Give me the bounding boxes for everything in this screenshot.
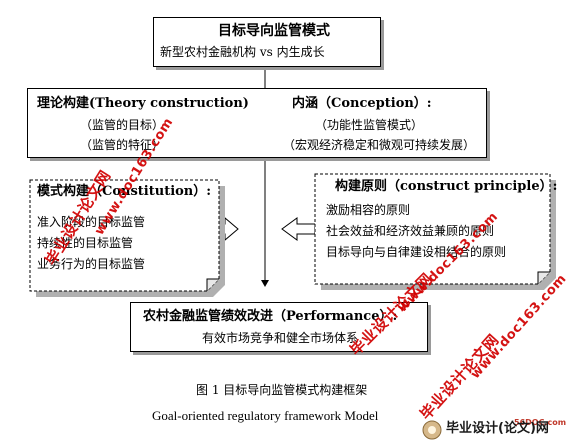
- caption-cn: 图 1 目标导向监管模式构建框架: [196, 383, 368, 397]
- bottom-box: [130, 302, 428, 352]
- theory-item: （监管的目标）: [80, 118, 165, 132]
- principle-item: 激励相容的原则: [326, 203, 411, 217]
- mode-title: 模式构建（Constitution）:: [37, 184, 212, 199]
- principle-item: 社会效益和经济效益兼顾的原则: [326, 224, 495, 238]
- left-hollow-arrow: [281, 217, 316, 241]
- bottom-box-title: 农村金融监管绩效改进（Performance）:: [143, 309, 398, 324]
- footer-logo-name: 毕业设计(论文)网: [446, 421, 549, 436]
- mode-item: 持续性的目标监管: [37, 236, 134, 250]
- theory-box: [27, 88, 487, 158]
- footer-logo-site: 56DOC.com: [514, 418, 567, 427]
- principle-item: 目标导向与自律建设相结合的原则: [326, 245, 507, 259]
- caption-en: Goal-oriented regulatory framework Model: [152, 408, 379, 423]
- conception-title: 内涵（Conception）:: [292, 96, 432, 111]
- mode-item: 业务行为的目标监管: [37, 257, 146, 271]
- top-box-subtitle: 新型农村金融机构 vs 内生成长: [160, 45, 325, 59]
- bottom-box-subtitle: 有效市场竞争和健全市场体系: [202, 331, 359, 345]
- principle-title: 构建原则（construct principle）:: [335, 179, 558, 194]
- top-box: [153, 17, 381, 67]
- top-box-title: 目标导向监管模式: [218, 23, 330, 39]
- conception-item: （功能性监管模式）: [315, 118, 424, 132]
- theory-item: （监管的特征）: [80, 138, 165, 152]
- mode-item: 准入阶段的目标监管: [37, 215, 146, 229]
- conception-item: （宏观经济稳定和微观可持续发展）: [283, 138, 476, 152]
- theory-title: 理论构建(Theory construction): [37, 96, 249, 111]
